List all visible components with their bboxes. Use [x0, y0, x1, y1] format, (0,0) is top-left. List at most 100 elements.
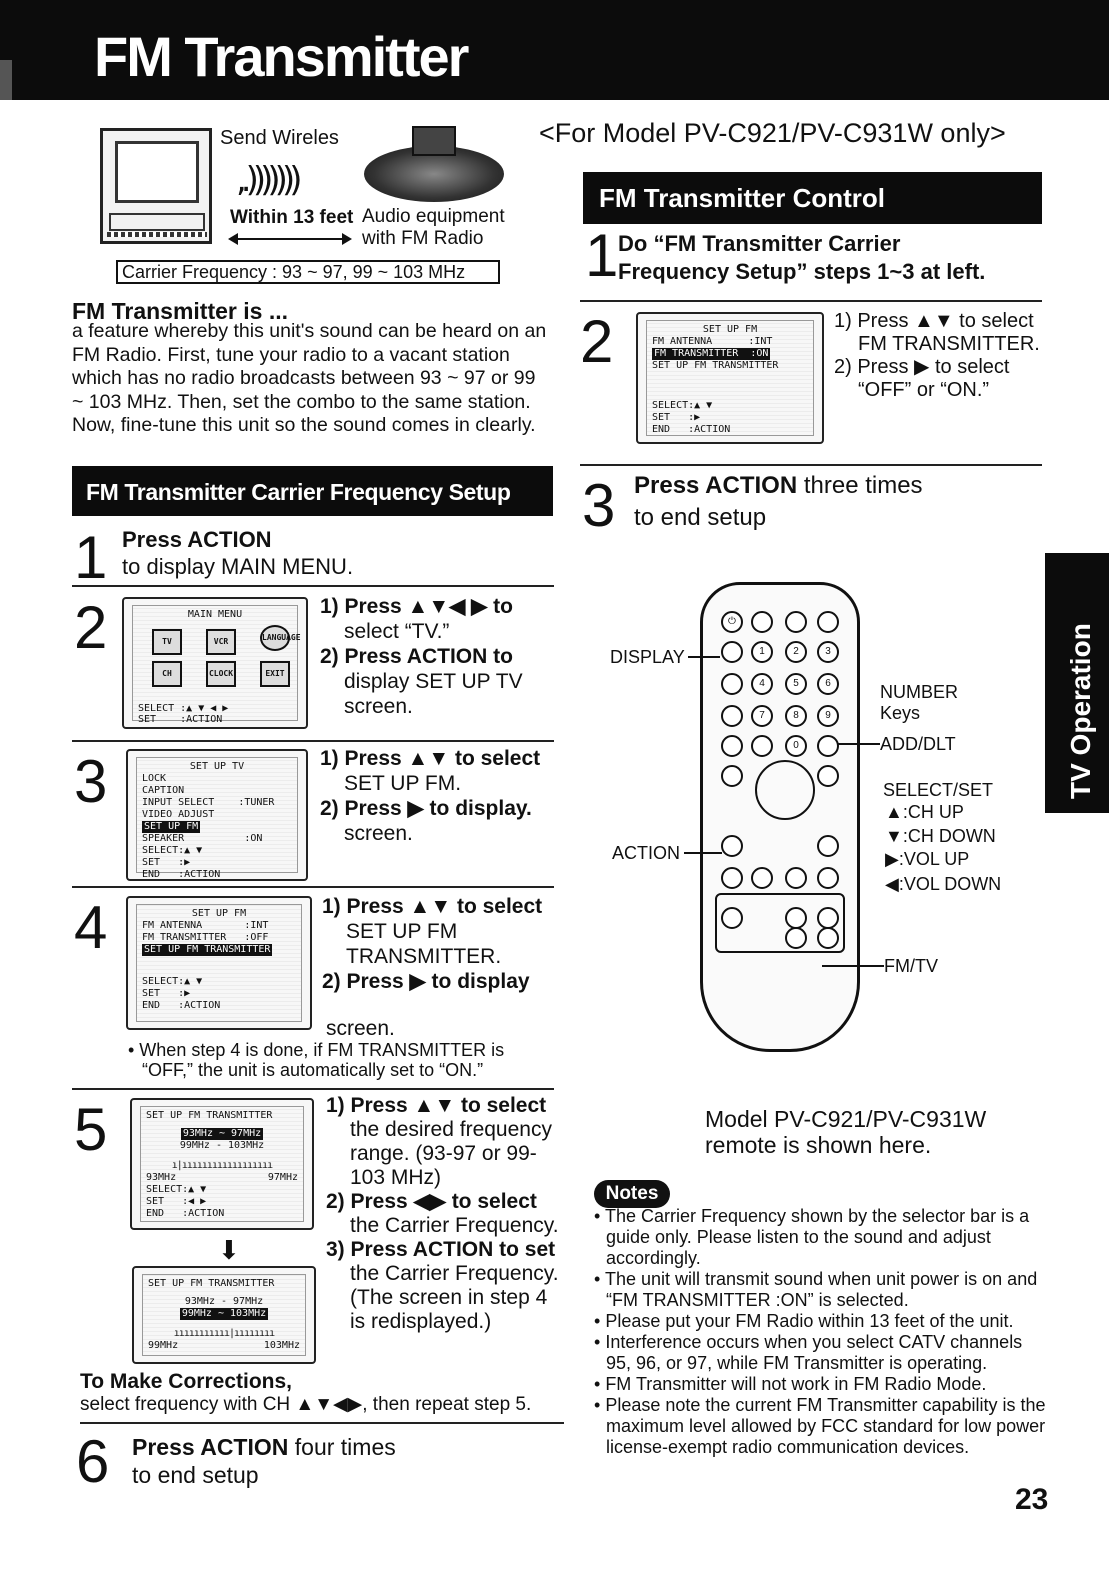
control-section-header: FM Transmitter Control [583, 172, 1042, 224]
step-6-emphasis: Press ACTION [132, 1434, 289, 1460]
osd-highlight: SET UP FM TRANSMITTER [142, 944, 273, 956]
distance-arrow-icon [228, 233, 352, 245]
instruction-line: 1) Press ▲▼ to select [322, 895, 543, 918]
callout-leader [688, 656, 720, 658]
osd-scale-high: 103MHz [263, 1340, 300, 1351]
setup-section-header: FM Transmitter Carrier Frequency Setup [72, 466, 553, 516]
frequency-scale-icon: ı|ıııııııııııııııııı [171, 1160, 273, 1171]
step-3-rest: three times [797, 472, 923, 499]
vcr-icon: VCR [206, 629, 236, 655]
remote-caption-line-1: Model PV-C921/PV-C931W [705, 1106, 987, 1132]
control-step-3-line-2: to end setup [634, 504, 767, 531]
setup-step-5-instructions: 1) Press ▲▼ to select the desired freque… [326, 1094, 559, 1334]
page-edge-mark [0, 60, 12, 100]
notes-label: Notes [594, 1180, 670, 1208]
number-keys-callout-2: Keys [880, 703, 921, 723]
vol-down-callout: ◀:VOL DOWN [885, 874, 1002, 894]
action-button [721, 835, 743, 857]
callout-leader [684, 852, 722, 854]
control-step-3-line-1: Press ACTION three times [634, 472, 923, 499]
fm-radio-illustration [360, 120, 510, 206]
down-arrow-icon: ⬇ [218, 1236, 240, 1266]
tv-operation-tab: TV Operation [1045, 553, 1109, 813]
note-item: Please note the current FM Transmitter c… [592, 1395, 1052, 1458]
remote-control-illustration: ⏻ 1 2 3 4 5 6 7 8 9 0 [700, 582, 860, 1052]
model-applicability-note: <For Model PV-C921/PV-C931W only> [539, 118, 1006, 148]
osd-row: LOCK [142, 773, 167, 784]
number-100-button [751, 735, 773, 757]
eject-button [751, 611, 773, 633]
control-step-2-instructions: 1) Press ▲▼ to select FM TRANSMITTER. 2)… [834, 310, 1040, 402]
osd-row: INPUT SELECT :TUNER [142, 797, 275, 808]
stop-button [721, 867, 743, 889]
osd-title: SET UP FM [191, 908, 247, 919]
osd-row: 93MHz - 97MHz [184, 1296, 264, 1307]
intro-body: a feature whereby this unit's sound can … [72, 320, 547, 436]
number-3-button: 3 [817, 641, 839, 663]
exit-icon: EXIT [260, 661, 290, 687]
note-item: The Carrier Frequency shown by the selec… [592, 1206, 1052, 1269]
action-callout: ACTION [612, 843, 681, 863]
instruction-line: range. (93-97 or 99- [350, 1142, 537, 1165]
osd-row: CAPTION [142, 785, 185, 796]
channel-button [817, 907, 839, 929]
main-menu-osd: MAIN MENU TV VCR LANGUAGE CH CLOCK EXIT … [122, 597, 308, 729]
osd-row: SELECT:▲ ▼ [142, 976, 203, 987]
instruction-line: 103 MHz) [350, 1166, 442, 1189]
instruction-line: 1) Press ▲▼ to select [834, 310, 1034, 332]
instruction-line: is redisplayed.) [350, 1310, 492, 1333]
osd-row: END :ACTION [142, 869, 221, 880]
setup-step-1-number: 1 [74, 524, 108, 591]
atune-button [721, 735, 743, 757]
rewind-button [751, 867, 773, 889]
instruction-line: “OFF” or “ON.” [858, 379, 990, 401]
audio-label-line-2: with FM Radio [362, 228, 484, 249]
osd-highlight: 99MHz ~ 103MHz [179, 1308, 269, 1320]
control-step-1-line-1: Do “FM Transmitter Carrier [618, 231, 901, 256]
instruction-line: 2) Press ▶ to display. [320, 797, 532, 820]
instruction-line: the desired frequency [350, 1118, 552, 1141]
setup-step-6-line-2: to end setup [132, 1462, 259, 1488]
instruction-line: display SET UP TV [344, 670, 523, 693]
instruction-line: 3) Press ACTION to set [326, 1238, 556, 1261]
osd-row: FM TRANSMITTER :OFF [142, 932, 269, 943]
notes-list: The Carrier Frequency shown by the selec… [592, 1206, 1052, 1458]
button-panel [715, 893, 845, 953]
audio-label-line-1: Audio equipment [362, 206, 505, 227]
control-step-1-line-2: Frequency Setup” steps 1~3 at left. [618, 259, 986, 284]
divider [72, 886, 554, 888]
ch-up-callout: ▲:CH UP [885, 802, 964, 822]
osd-row: SET :▶ [142, 988, 191, 999]
instruction-line: the Carrier Frequency. [350, 1262, 559, 1285]
divider [580, 300, 1042, 302]
add-dlt-button [817, 735, 839, 757]
control-step-1-number: 1 [585, 222, 619, 289]
instruction-line: FM TRANSMITTER. [858, 333, 1040, 355]
instruction-line: screen. [326, 1017, 395, 1040]
osd-row: SET :▶ [142, 857, 191, 868]
divider [80, 1422, 564, 1424]
setup-step-2-number: 2 [74, 594, 108, 661]
instruction-line: SET UP FM [346, 920, 458, 943]
step-4-note-line-2: “OFF,” the unit is automatically set to … [142, 1060, 484, 1080]
control-step-3-number: 3 [582, 472, 616, 539]
step-3-emphasis: Press ACTION [634, 472, 798, 499]
instruction-line: screen. [344, 695, 413, 718]
osd-title: MAIN MENU [187, 609, 243, 620]
osd-row: SET :▶ [652, 412, 701, 423]
instruction-line: select “TV.” [344, 620, 450, 643]
osd-title: SET UP FM [702, 324, 758, 335]
fm-tv-callout: FM/TV [884, 956, 938, 976]
language-icon: LANGUAGE [260, 625, 301, 651]
page-title: FM Transmitter [94, 25, 469, 88]
osd-row: SET :◀ ▶ [146, 1196, 207, 1207]
display-button [721, 641, 743, 663]
step-6-rest: four times [288, 1434, 396, 1460]
osd-highlight: FM TRANSMITTER :ON [652, 348, 771, 360]
osd-row: END :ACTION [142, 1000, 221, 1011]
setup-fm-osd: SET UP FM FM ANTENNA :INT FM TRANSMITTER… [126, 896, 312, 1030]
osd-scale-low: 99MHz [148, 1340, 179, 1351]
callout-leader [822, 965, 884, 967]
prog-button [817, 835, 839, 857]
instruction-line: the Carrier Frequency. [350, 1214, 559, 1237]
